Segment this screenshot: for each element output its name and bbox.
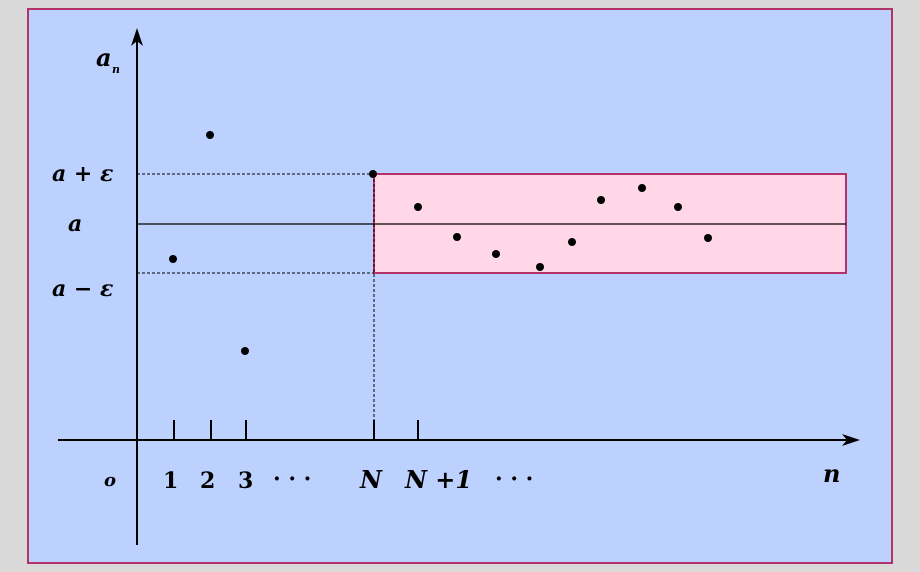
y-axis-label-subscript: n <box>112 63 120 76</box>
tick-label-3: 3 <box>238 468 253 494</box>
tick-label-N1: N +1 <box>404 465 472 494</box>
tick-label-2: 2 <box>200 468 215 494</box>
point-n1 <box>169 255 177 263</box>
point-after-2 <box>453 233 461 241</box>
tick-label-N: N <box>359 465 383 494</box>
point-n2 <box>206 131 214 139</box>
point-after-1 <box>414 203 422 211</box>
limit-label: a <box>68 211 82 237</box>
y-axis-arrow-icon <box>131 28 143 46</box>
origin-label: o <box>104 470 116 491</box>
ellipsis-2: · · · <box>495 466 533 492</box>
sequence-points <box>169 131 712 355</box>
point-nN <box>369 170 377 178</box>
point-after-5 <box>568 238 576 246</box>
point-after-9 <box>704 234 712 242</box>
ellipsis-1: · · · <box>273 466 311 492</box>
x-axis-arrow-icon <box>842 434 860 446</box>
point-after-4 <box>536 263 544 271</box>
tick-label-1: 1 <box>163 468 178 494</box>
lower-bound-label: a − ε <box>52 276 113 302</box>
diagram-frame <box>27 8 893 564</box>
x-axis-label: n <box>823 459 840 488</box>
y-axis-label: a <box>96 43 112 72</box>
point-n3 <box>241 347 249 355</box>
upper-bound-label: a + ε <box>52 161 113 187</box>
point-after-3 <box>492 250 500 258</box>
point-after-8 <box>674 203 682 211</box>
point-after-6 <box>597 196 605 204</box>
point-after-7 <box>638 184 646 192</box>
